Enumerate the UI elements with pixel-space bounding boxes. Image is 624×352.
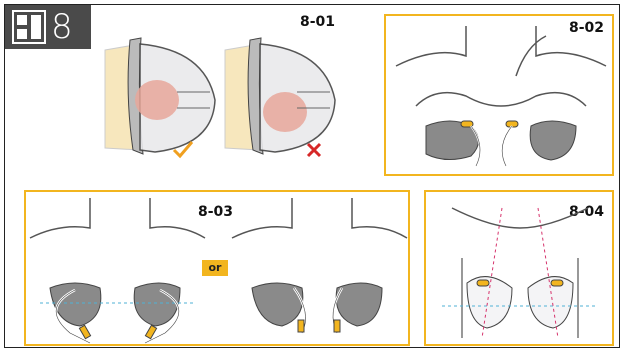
check-icon bbox=[172, 140, 194, 158]
illustration-route-tubes-left bbox=[30, 198, 205, 344]
illustration-incorrect-fit bbox=[215, 30, 345, 160]
section-badge: 8 bbox=[5, 5, 91, 49]
section-number: 8 bbox=[51, 10, 73, 44]
step-panel-8-04: 8-04 bbox=[424, 190, 614, 346]
book-icon bbox=[11, 9, 47, 45]
illustration-route-tubes-right bbox=[232, 198, 407, 344]
or-connector: or bbox=[202, 260, 228, 276]
illustration-correct-fit bbox=[95, 30, 225, 160]
cross-icon bbox=[306, 142, 322, 158]
step-panel-8-02: 8-02 bbox=[384, 14, 614, 176]
step-panel-8-03: 8-03 or bbox=[24, 190, 410, 346]
illustration-attach-shields bbox=[396, 26, 606, 176]
step-label-8-01: 8-01 bbox=[300, 14, 335, 30]
illustration-alignment-guide bbox=[432, 198, 608, 344]
